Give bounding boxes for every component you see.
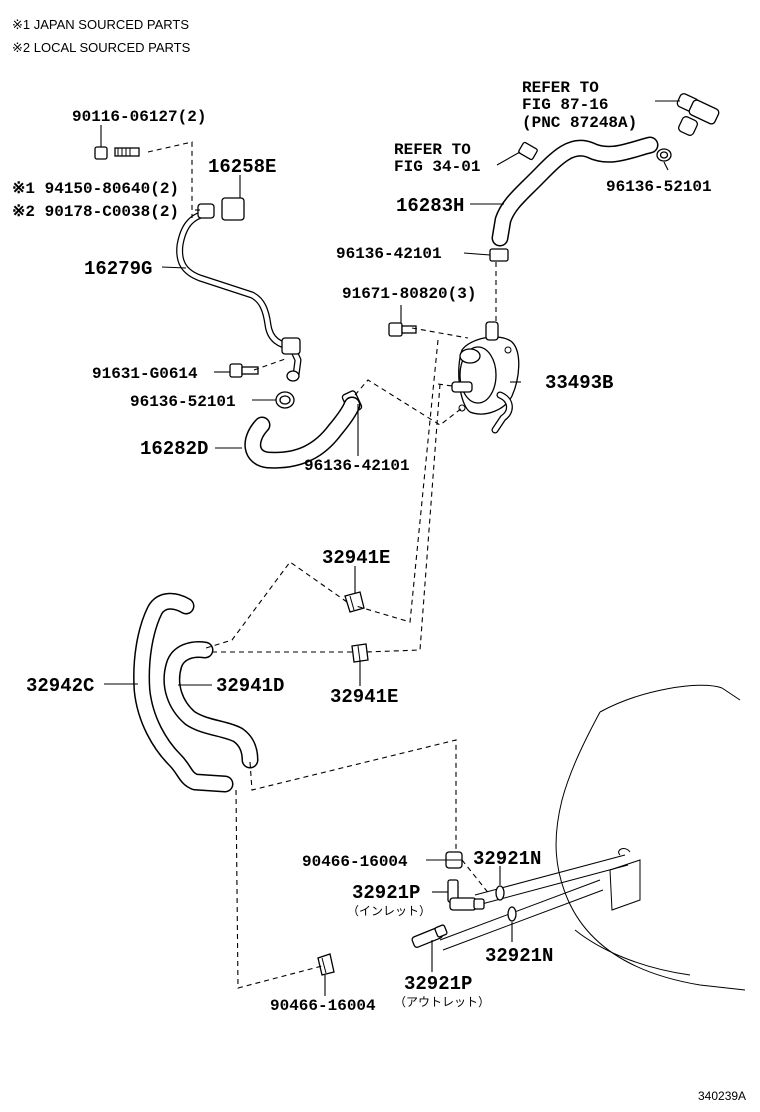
label-94150-80640: ※1 94150-80640(2): [12, 180, 179, 198]
label-96136-42101-mid: 96136-42101: [304, 457, 410, 475]
union-32921p-inlet: [447, 879, 485, 911]
label-16258e: 16258E: [208, 156, 276, 178]
note-japan-sourced: ※1 JAPAN SOURCED PARTS: [12, 17, 189, 32]
clip-32941e-top: [344, 591, 365, 613]
label-inlet-jp: （インレット）: [347, 904, 431, 918]
ref-fig87-line1: REFER TO: [522, 79, 599, 97]
union-32921p-outlet: [411, 924, 448, 948]
tee-union-fig87: [676, 93, 720, 136]
hose-32941d: [163, 641, 259, 769]
ref-fig87-line2: FIG 87-16: [522, 96, 608, 114]
clamp-96136-52101-top: [656, 148, 672, 162]
leader-lines: [100, 100, 680, 996]
label-96136-52101-top: 96136-52101: [606, 178, 712, 196]
label-33493b: 33493B: [545, 372, 613, 394]
oring-32921n-top: [495, 885, 505, 901]
hose-16282d: [244, 396, 361, 469]
label-32921p-outlet: 32921P: [404, 973, 472, 995]
label-32921p-inlet: 32921P: [352, 882, 420, 904]
oring-32921n-bottom: [507, 906, 517, 922]
label-32941e-top: 32941E: [322, 547, 390, 569]
label-90466-16004-top: 90466-16004: [302, 853, 408, 871]
bolt-91631: [229, 363, 259, 378]
label-91671-80820: 91671-80820(3): [342, 285, 476, 303]
label-91631-g0614: 91631-G0614: [92, 365, 198, 383]
label-32921n-bottom: 32921N: [485, 945, 553, 967]
valve-assembly-33493b: [451, 321, 520, 434]
label-32942c: 32942C: [26, 675, 94, 697]
ref-fig34-line1: REFER TO: [394, 141, 471, 159]
label-outlet-jp: （アウトレット）: [394, 995, 490, 1009]
cooler-pipe-lower: [439, 879, 604, 951]
hose-16283h: [491, 136, 659, 247]
label-96136-52101-mid: 96136-52101: [130, 393, 236, 411]
label-32921n-top: 32921N: [473, 848, 541, 870]
label-16283h: 16283H: [396, 195, 464, 217]
label-90116-06127: 90116-06127(2): [72, 108, 206, 126]
note-local-sourced: ※2 LOCAL SOURCED PARTS: [12, 40, 191, 55]
label-90466-16004-bottom: 90466-16004: [270, 997, 376, 1015]
label-90178-c0038: ※2 90178-C0038(2): [12, 203, 179, 221]
transmission-housing-outline: [555, 684, 746, 991]
clip-fig34: [518, 141, 538, 161]
clamp-96136-52101-mid: [275, 391, 295, 409]
label-32941e-bottom: 32941E: [330, 686, 398, 708]
stud-bolt-90116: [94, 146, 140, 160]
label-96136-42101-top: 96136-42101: [336, 245, 442, 263]
dashed-guides: [147, 141, 497, 989]
clamp-96136-42101-top: [489, 248, 509, 262]
bolt-91671: [388, 322, 417, 337]
hose-32942c: [133, 592, 234, 793]
nut-90466-bottom: [317, 953, 335, 976]
ref-fig34-line2: FIG 34-01: [394, 158, 480, 176]
label-32941d: 32941D: [216, 675, 284, 697]
label-16279g: 16279G: [84, 258, 152, 280]
clip-32941e-bottom: [351, 643, 369, 663]
nut-90466-top: [445, 851, 463, 869]
oil-pipe-16279g: [176, 197, 302, 382]
label-16282d: 16282D: [140, 438, 208, 460]
ref-fig87-line3: (PNC 87248A): [522, 114, 637, 132]
figure-code: 340239A: [698, 1089, 746, 1103]
